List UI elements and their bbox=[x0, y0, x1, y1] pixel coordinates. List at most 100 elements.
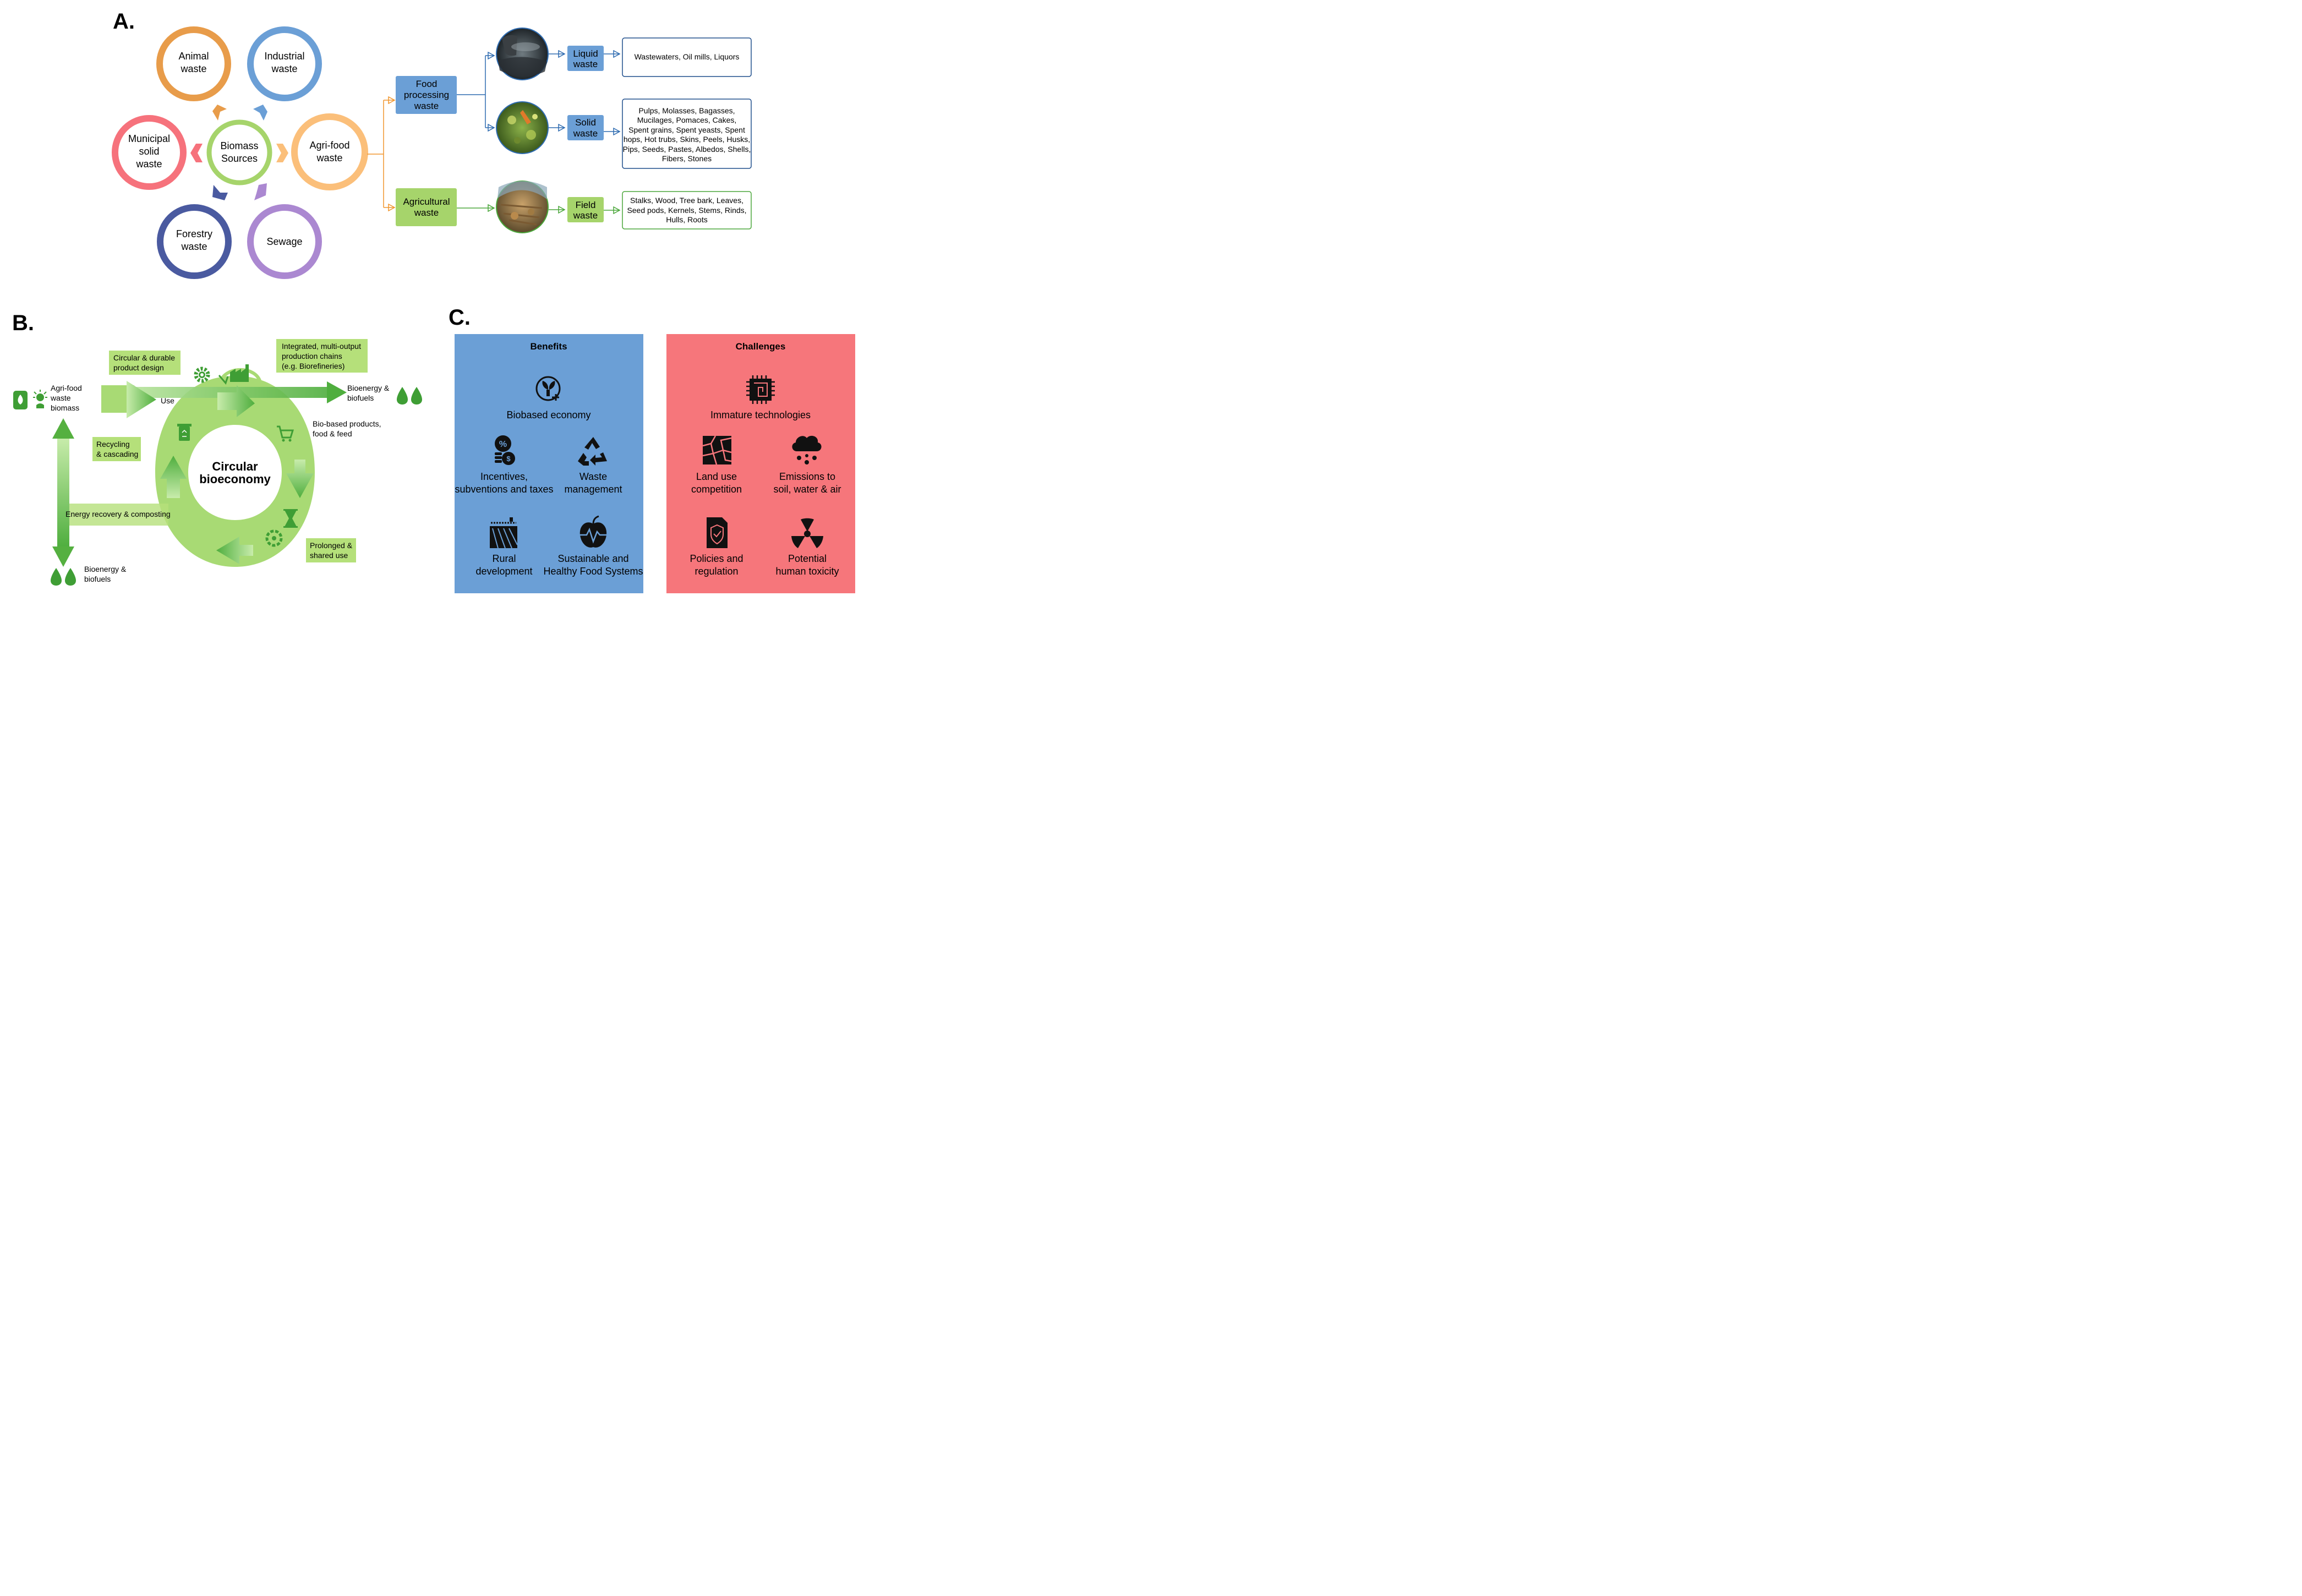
field-waste-box: Field waste bbox=[567, 197, 604, 222]
ring-arrow-down bbox=[286, 460, 314, 498]
benefits-title: Benefits bbox=[530, 341, 567, 352]
panel-a: A. Animal waste Industrial waste Agri-fo… bbox=[112, 9, 752, 279]
ring-arrow-left bbox=[216, 537, 253, 564]
ring-municipal-label-3: waste bbox=[135, 158, 162, 170]
recycling-line-1: Recycling bbox=[96, 440, 130, 449]
liquid-waste-photo bbox=[496, 28, 549, 80]
recycling-label: Recycling & cascading bbox=[92, 437, 141, 461]
benefit-incentives-2: subventions and taxes bbox=[455, 484, 553, 495]
use-label: Use bbox=[161, 396, 174, 405]
polluted-cloud-icon bbox=[792, 435, 822, 464]
bioenergy-top-line-1: Bioenergy & bbox=[347, 384, 390, 392]
field-desc-3: Hulls, Roots bbox=[666, 215, 707, 224]
energy-recovery-label: Energy recovery & composting bbox=[65, 510, 171, 518]
circular-ring bbox=[155, 376, 315, 567]
droplets-bottom-icon bbox=[51, 568, 76, 586]
left-vertical-double-arrow bbox=[52, 418, 74, 567]
factory-icon bbox=[218, 364, 249, 385]
hourglass-icon bbox=[283, 509, 298, 528]
ring-animal-label-2: waste bbox=[180, 63, 206, 74]
ring-animal-label-1: Animal bbox=[178, 51, 209, 62]
field-desc-1: Stalks, Wood, Tree bark, Leaves, bbox=[630, 196, 743, 205]
source-ring-industrial: Industrial waste bbox=[247, 26, 322, 101]
challenge-policies-2: regulation bbox=[695, 566, 738, 577]
source-ring-forestry: Forestry waste bbox=[157, 204, 232, 279]
challenge-immature: Immature technologies bbox=[710, 409, 811, 420]
bioenergy-bottom-line-1: Bioenergy & bbox=[84, 565, 127, 573]
chevron-to-municipal bbox=[190, 144, 203, 162]
integrated-line-2: production chains bbox=[282, 352, 342, 360]
integrated-line-1: Integrated, multi-output bbox=[282, 342, 361, 351]
solid-desc-2: Mucilages, Pomaces, Cakes, bbox=[637, 116, 737, 124]
hands-circle-icon bbox=[265, 529, 283, 547]
ring-biomass-sources bbox=[206, 119, 272, 185]
challenge-policies-1: Policies and bbox=[690, 553, 743, 564]
chip-icon bbox=[746, 375, 775, 404]
prolonged-line-2: shared use bbox=[310, 551, 348, 560]
recycle-bin-icon bbox=[177, 424, 192, 441]
field-waste-photo bbox=[496, 181, 549, 233]
prolonged-line-1: Prolonged & bbox=[310, 541, 353, 550]
challenges-panel bbox=[666, 334, 855, 593]
liquid-description-box: Wastewaters, Oil mills, Liquors bbox=[622, 37, 752, 77]
liquid-waste-box: Liquid waste bbox=[567, 46, 604, 71]
farm-field-icon bbox=[490, 517, 518, 549]
challenge-emissions-1: Emissions to bbox=[779, 471, 835, 482]
panel-c: C. Benefits Challenges Biobased economy … bbox=[449, 305, 855, 593]
integrated-label: Integrated, multi-output production chai… bbox=[276, 339, 368, 373]
ring-sewage bbox=[247, 204, 322, 279]
biomass-sources-center: Biomass Sources bbox=[206, 119, 272, 185]
cracked-land-icon bbox=[702, 435, 732, 465]
field-description-box: Stalks, Wood, Tree bark, Leaves, Seed po… bbox=[622, 191, 752, 229]
biomass-bag-icon bbox=[13, 391, 28, 409]
benefit-food-2: Healthy Food Systems bbox=[543, 566, 643, 577]
challenge-land-2: competition bbox=[691, 484, 742, 495]
bioenergy-top-line-2: biofuels bbox=[347, 393, 374, 402]
source-ring-municipal: Municipal solid waste bbox=[112, 115, 187, 190]
food-box-line-3: waste bbox=[414, 101, 439, 111]
solid-description-box: Pulps, Molasses, Bagasses, Mucilages, Po… bbox=[622, 99, 752, 169]
ring-agrifood-waste bbox=[291, 113, 368, 190]
ring-agrifood-label-1: Agri-food bbox=[309, 140, 349, 151]
panel-b-label: B. bbox=[12, 311, 34, 335]
solid-desc-1: Pulps, Molasses, Bagasses, bbox=[638, 106, 735, 115]
benefit-biobased: Biobased economy bbox=[506, 409, 590, 420]
ring-industrial-label-2: waste bbox=[271, 63, 297, 74]
panel-c-label: C. bbox=[449, 305, 471, 330]
solid-line-2: waste bbox=[573, 128, 598, 139]
agri-food-line-1: Agri-food bbox=[51, 384, 82, 392]
biobased-line-2: food & feed bbox=[313, 429, 352, 438]
ring-forestry-label-1: Forestry bbox=[176, 228, 212, 239]
challenge-emissions-2: soil, water & air bbox=[773, 484, 841, 495]
center-bioeconomy: bioeconomy bbox=[199, 472, 271, 486]
agricultural-waste-box: Agricultural waste bbox=[396, 188, 457, 226]
benefit-rural-2: development bbox=[475, 566, 532, 577]
benefit-incentives-1: Incentives, bbox=[480, 471, 528, 482]
ring-forestry-waste bbox=[157, 204, 232, 279]
center-label-1: Biomass bbox=[220, 140, 258, 151]
solid-desc-5: Pips, Seeds, Pastes, Albedos, Shells, bbox=[623, 145, 751, 154]
source-ring-agrifood: Agri-food waste bbox=[291, 113, 368, 190]
source-ring-animal: Animal waste bbox=[156, 26, 231, 101]
biobased-line-1: Bio-based products, bbox=[313, 419, 381, 428]
solid-line-1: Solid bbox=[575, 117, 596, 128]
benefit-rural-1: Rural bbox=[492, 553, 516, 564]
circular-design-label: Circular & durable product design bbox=[109, 351, 181, 375]
ring-municipal-solid-waste bbox=[112, 115, 187, 190]
recycling-line-2: & cascading bbox=[96, 450, 138, 458]
chevron-to-sewage bbox=[254, 183, 267, 200]
ring-arrow-up bbox=[160, 456, 187, 498]
radiation-icon bbox=[791, 518, 823, 548]
ring-forestry-label-2: waste bbox=[181, 241, 207, 252]
bioenergy-bottom-line-2: biofuels bbox=[84, 575, 111, 583]
agrifood-branch-lines bbox=[367, 100, 395, 207]
policy-document-icon bbox=[707, 517, 728, 548]
solid-waste-photo bbox=[496, 101, 549, 154]
field-line-2: waste bbox=[573, 210, 598, 221]
circular-design-line-1: Circular & durable bbox=[113, 353, 175, 362]
source-ring-sewage: Sewage bbox=[247, 204, 322, 279]
circular-design-line-2: product design bbox=[113, 363, 164, 372]
liquid-line-2: waste bbox=[573, 59, 598, 69]
challenge-toxicity-1: Potential bbox=[788, 553, 827, 564]
agri-box-line-1: Agricultural bbox=[403, 196, 450, 207]
